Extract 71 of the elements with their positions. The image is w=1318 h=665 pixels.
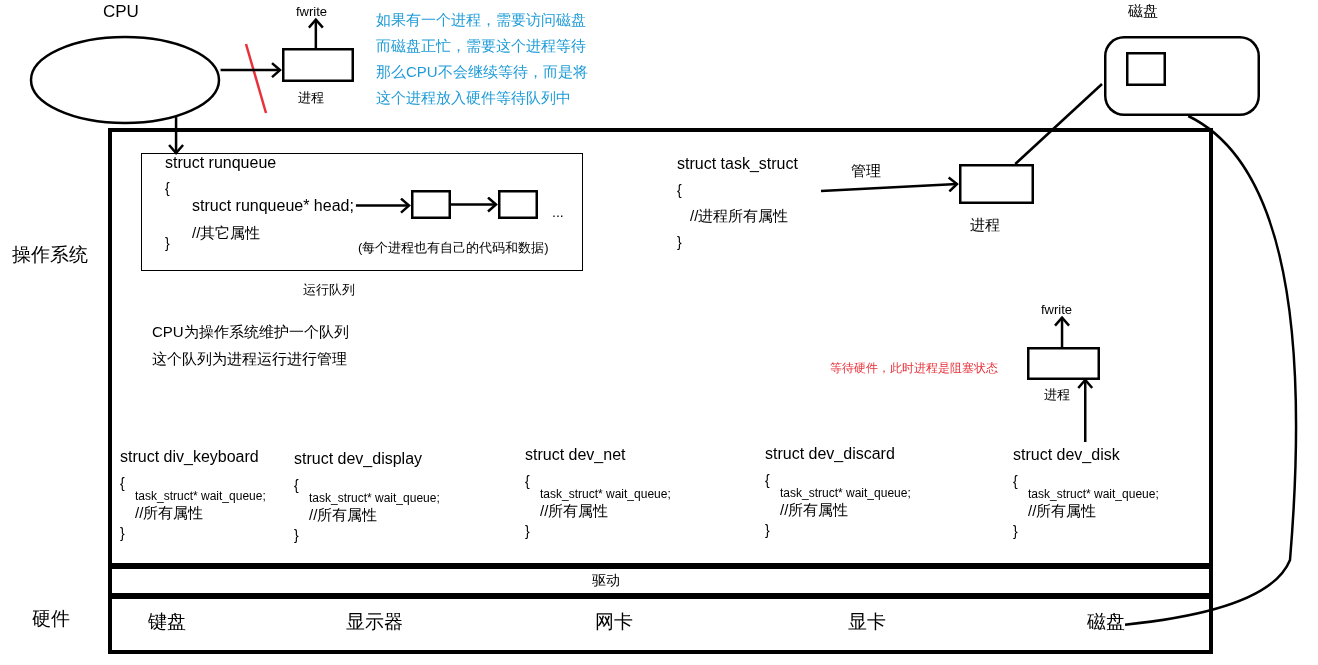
code-text: task_struct* wait_queue; [309,491,440,506]
code-text: ... [552,204,564,221]
code-text: } [294,527,299,544]
code-text: struct dev_discard [765,444,895,464]
function-name: fwrite [1041,302,1073,318]
hardware-name: 网卡 [595,611,633,634]
arrow [167,117,185,155]
process-block [411,190,451,219]
code-text: { [677,182,682,199]
connector-line [1124,114,1298,626]
connector-line [1014,83,1103,165]
node-label: 操作系统 [12,244,88,267]
code-text: //其它属性 [192,224,261,242]
note-text: 这个队列为进程运行进行管理 [152,350,347,368]
code-text: //所有属性 [1028,502,1097,520]
code-text: //所有属性 [780,501,849,519]
code-text: //所有属性 [540,502,609,520]
code-text: task_struct* wait_queue; [780,486,911,501]
code-text: task_struct* wait_queue; [135,489,266,504]
code-text: { [294,477,299,494]
arrow [451,196,498,213]
code-text: struct runqueue* head; [192,196,354,216]
arrow [1077,378,1094,442]
code-text: { [765,472,770,489]
node-label: 进程 [1044,387,1070,403]
code-text: struct div_keyboard [120,447,259,467]
code-text: } [677,234,682,251]
note-text: CPU为操作系统维护一个队列 [152,323,349,341]
code-text: } [165,235,170,252]
arrow [355,197,411,214]
code-text: //所有属性 [135,504,204,522]
node-label: CPU [103,2,139,23]
node-label: 进程 [970,216,1000,234]
code-text: task_struct* wait_queue; [540,487,671,502]
code-text: } [525,523,530,540]
code-text: } [1013,523,1018,540]
note-text: 如果有一个进程，需要访问磁盘而磁盘正忙，需要这个进程等待那么CPU不会继续等待，而是将这个进程放入硬件等待队列中 [376,10,589,108]
arrow [820,176,959,193]
hardware-name: 显卡 [848,611,886,634]
hardware-name: 键盘 [148,611,186,634]
code-text: //进程所有属性 [690,207,789,225]
code-text: struct task_struct [677,154,798,174]
driver-layer [108,565,1213,597]
node-label: 进程 [298,90,324,106]
node-label: 硬件 [32,608,70,631]
code-text: { [165,180,170,197]
code-text: struct dev_display [294,449,423,469]
arrow [220,61,282,79]
process-block [498,190,538,219]
caption-text: 运行队列 [303,282,355,298]
code-text: } [120,525,125,542]
code-text: { [1013,473,1018,490]
code-text: struct dev_disk [1013,445,1120,465]
caption-text: 等待硬件，此时进程是阻塞状态 [830,361,998,376]
code-text: { [525,473,530,490]
arrow [1053,316,1071,347]
code-text: (每个进程也有自己的代码和数据) [358,240,549,256]
arrow [307,18,325,48]
code-text: struct runqueue [165,153,277,173]
hardware-name: 磁盘 [1087,611,1125,634]
code-text: struct dev_net [525,445,626,465]
code-text: task_struct* wait_queue; [1028,487,1159,502]
node-label: 驱动 [592,572,620,589]
node-label: 磁盘 [1128,2,1158,20]
disk-block [1126,52,1166,86]
code-text: { [120,475,125,492]
hardware-name: 显示器 [346,611,403,634]
code-text: } [765,522,770,539]
function-name: fwrite [296,4,328,20]
code-text: //所有属性 [309,506,378,524]
edge-label: 管理 [849,162,883,180]
